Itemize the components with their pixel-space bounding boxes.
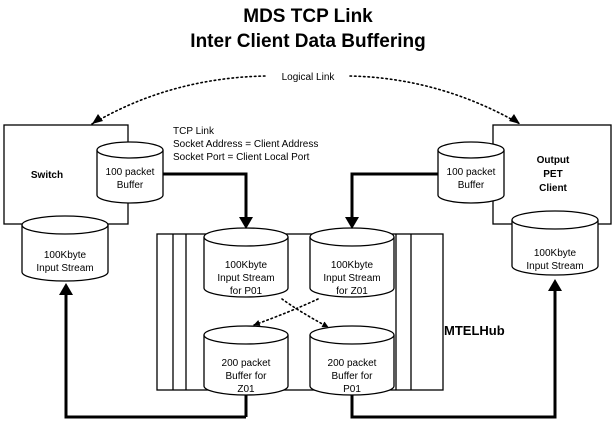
output-client-box <box>492 124 612 225</box>
output-stream-label-2: Input Stream <box>526 261 583 272</box>
mtelhub-label: MTELHub <box>444 323 505 338</box>
hub-buffer-p01-label-1: 200 packet <box>328 358 377 369</box>
flow-output-to-hub <box>350 172 438 220</box>
hub-stream-z01-cylinder <box>309 227 395 298</box>
flow-switch-to-hub <box>163 172 248 220</box>
flow-hub-to-switch-arrowhead <box>59 283 73 295</box>
logical-link-arc-right <box>349 75 521 125</box>
tcp-note-line-3: Socket Port = Client Local Port <box>173 152 310 163</box>
output-client-label-1: Output <box>537 155 570 166</box>
title-line-1: MDS TCP Link <box>243 6 373 27</box>
title-line-2: Inter Client Data Buffering <box>190 31 425 52</box>
flow-switch-to-hub-arrowhead <box>239 217 253 229</box>
switch-stream-cylinder <box>21 215 109 282</box>
hub-stream-p01-label-2: Input Stream <box>217 273 274 284</box>
hub-buffer-p01-label-2: Buffer for <box>332 371 374 382</box>
hub-stream-z01-label-3: for Z01 <box>336 286 368 297</box>
hub-buffer-p01-cylinder <box>309 325 395 396</box>
output-client-label-2: PET <box>543 169 562 180</box>
hub-stream-z01-label-1: 100Kbyte <box>331 260 374 271</box>
switch-buffer-cylinder <box>96 141 164 204</box>
switch-stream-label-1: 100Kbyte <box>44 250 87 261</box>
hub-buffer-z01-label-2: Buffer for <box>226 371 268 382</box>
hub-stream-p01-cylinder <box>203 227 289 298</box>
switch-buffer-label-1: 100 packet <box>106 167 155 178</box>
hub-crossover-arrow-to-p01 <box>281 298 329 328</box>
switch-label: Switch <box>31 170 63 181</box>
hub-crossover-arrow-to-z01 <box>253 298 319 327</box>
hub-stream-z01-label-2: Input Stream <box>323 273 380 284</box>
hub-buffer-p01-label-3: P01 <box>343 384 361 395</box>
switch-stream-label-2: Input Stream <box>36 263 93 274</box>
output-stream-cylinder <box>511 210 599 276</box>
switch-buffer-label-2: Buffer <box>117 180 144 191</box>
logical-link-arrowhead-right <box>509 114 520 124</box>
flow-hub-to-output-arrowhead <box>548 279 562 291</box>
hub-buffer-z01-label-1: 200 packet <box>222 358 271 369</box>
tcp-note-line-2: Socket Address = Client Address <box>173 139 318 150</box>
mtelhub-frame <box>156 233 444 391</box>
hub-stream-p01-label-1: 100Kbyte <box>225 260 268 271</box>
output-buffer-cylinder <box>437 141 505 204</box>
tcp-note-line-1: TCP Link <box>173 126 215 137</box>
hub-buffer-z01-cylinder <box>203 325 289 396</box>
flow-output-to-hub-arrowhead <box>345 217 359 229</box>
flow-hub-to-output <box>350 288 557 419</box>
hub-buffer-z01-label-3: Z01 <box>237 384 255 395</box>
logical-link-label: Logical Link <box>282 72 336 83</box>
logical-link-arrowhead-left <box>92 114 103 124</box>
output-stream-label-1: 100Kbyte <box>534 248 577 259</box>
hub-stream-p01-label-3: for P01 <box>230 286 263 297</box>
output-client-label-3: Client <box>539 183 567 194</box>
output-buffer-label-2: Buffer <box>458 180 485 191</box>
flow-hub-to-switch <box>64 292 204 419</box>
logical-link-arc-left <box>91 75 266 125</box>
output-buffer-label-1: 100 packet <box>447 167 496 178</box>
